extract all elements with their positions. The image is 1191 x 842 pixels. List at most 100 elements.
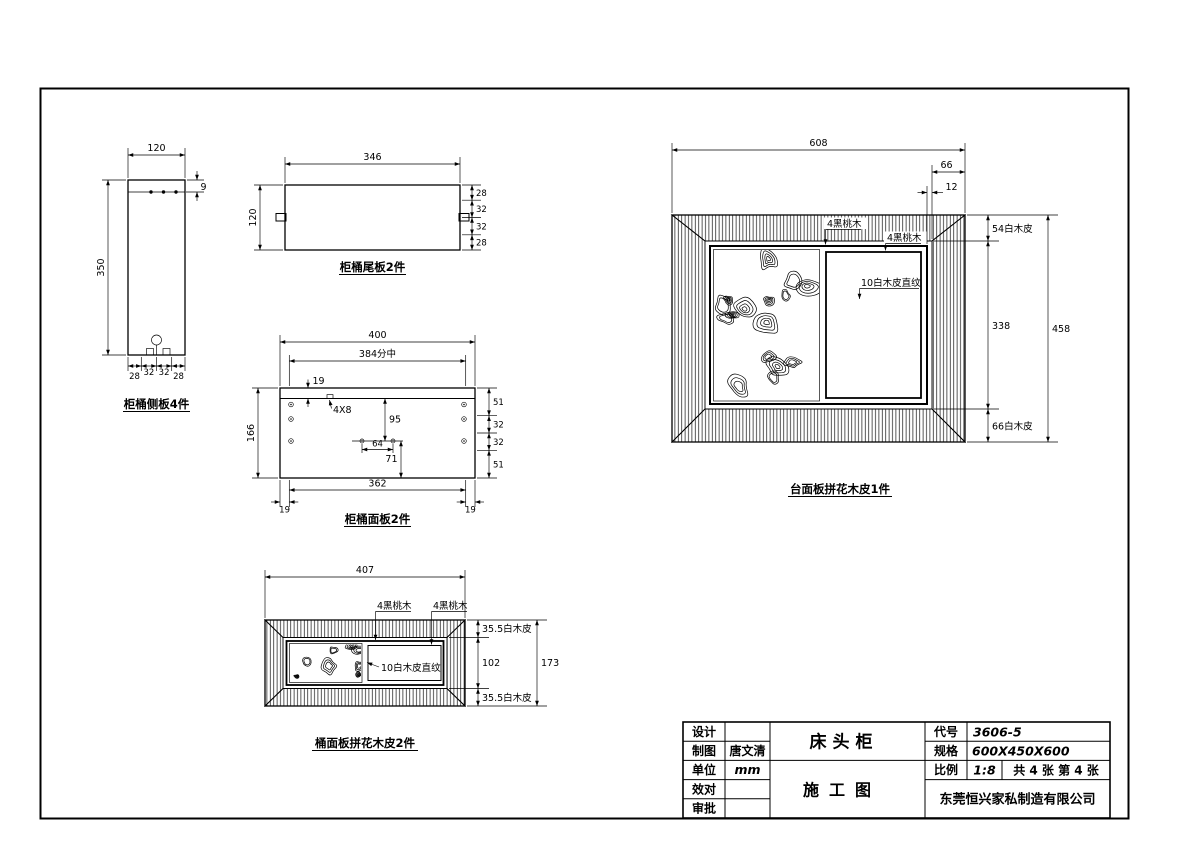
dim-width: 120	[147, 143, 165, 154]
sheet-border	[39, 87, 1130, 820]
drawer-front-outline	[264, 619, 466, 707]
value-draftsman: 唐文清	[729, 743, 765, 758]
dim-bottom-width: 362	[368, 479, 386, 490]
frame-strip-bottom	[670, 408, 967, 443]
dim-top-veneer: 35.5白木皮	[482, 623, 532, 635]
dim-right-seg: 28	[476, 239, 487, 249]
hole-mark	[161, 190, 166, 194]
label-strip-2: 4黑桃木	[433, 600, 468, 612]
drawer-front-dimensions: 407 35.5白木皮 102 35.5白木皮 173	[264, 565, 559, 707]
label-strip-1: 4黑桃木	[377, 600, 412, 612]
dim-height: 120	[248, 208, 259, 226]
top-panel-outline	[671, 214, 966, 443]
drawing-type: 施工图	[803, 781, 881, 800]
company-name: 东莞恒兴家私制造有限公司	[939, 792, 1095, 808]
straight-grain-region-border	[825, 251, 922, 399]
side-panel-dimensions: 120 9 350 28 32 32 28	[96, 143, 207, 382]
walnut-strip-border	[285, 640, 445, 686]
dim-71: 71	[385, 454, 397, 465]
drawing-front-panel: 400 384分中 19 4X8 95 64 71 166	[246, 330, 504, 527]
frame-strip-right	[931, 214, 966, 444]
dim-width: 400	[368, 330, 386, 341]
hole-mark	[390, 438, 396, 444]
dim-slot: 4X8	[333, 405, 352, 416]
dim-bottom-left: 19	[279, 506, 290, 516]
dim-right-seg: 28	[476, 189, 487, 199]
dim-top-veneer: 54白木皮	[992, 223, 1033, 235]
walnut-strip-border	[709, 245, 928, 405]
slot-mark	[326, 394, 334, 399]
label-spec: 规格	[934, 743, 959, 758]
hole-mark	[288, 438, 294, 444]
value-spec: 600X450X600	[972, 744, 1070, 759]
back-panel-dimensions: 346 120 28 32 32 28	[248, 152, 487, 251]
dim-inner-height: 102	[482, 658, 500, 669]
dim-right-seg: 32	[476, 222, 487, 232]
dim-width: 346	[363, 152, 381, 163]
parquet-burl-pattern	[293, 644, 361, 679]
drawing-top-panel: 4黑桃木 4黑桃木 10白木皮直纹 608 66 12	[670, 138, 1070, 497]
dim-total-height: 173	[541, 658, 559, 669]
dim-bottom-right: 19	[465, 506, 476, 516]
front-panel-dimensions: 400 384分中 19 4X8 95 64 71 166	[246, 330, 504, 516]
label-code: 代号	[933, 724, 958, 739]
drawing-side-panel: 120 9 350 28 32 32 28 柜桶侧板4件	[96, 143, 207, 412]
caption-drawer-front: 桶面板拼花木皮2件	[314, 736, 416, 750]
dim-right-seg: 32	[476, 205, 487, 215]
label-draft: 制图	[692, 743, 716, 758]
front-panel-outline	[279, 387, 476, 479]
dim-rail-offset: 19	[313, 376, 325, 387]
caption-top-panel: 台面板拼花木皮1件	[790, 482, 891, 496]
keyhole-mark	[151, 334, 162, 346]
title-block: 设计 制图 单位 效对 审批 唐文清 mm 床头柜 施工图 代号 3606-5 …	[682, 721, 1111, 819]
label-center-veneer: 10白木皮直纹	[861, 277, 921, 289]
drawer-front-annotations: 4黑桃木 4黑桃木 10白木皮直纹	[366, 600, 468, 674]
label-proof: 效对	[692, 781, 716, 796]
frame-strip-top	[263, 619, 467, 638]
dim-center-width: 384分中	[359, 348, 396, 360]
back-panel-outline	[284, 184, 461, 251]
value-scale: 1:8	[973, 763, 996, 778]
label-approve: 审批	[692, 801, 716, 816]
dim-height: 350	[96, 258, 107, 276]
dim-bottom-seg: 32	[143, 368, 154, 378]
value-code: 3606-5	[973, 725, 1022, 740]
dim-inner-height: 338	[992, 321, 1010, 332]
dim-height: 166	[246, 424, 257, 442]
title-block-border	[682, 721, 1111, 819]
product-name: 床头柜	[810, 732, 879, 753]
hole-mark	[288, 416, 294, 422]
drawing-back-panel: 346 120 28 32 32 28 柜桶尾板2件	[248, 152, 487, 275]
dim-right-seg: 32	[493, 438, 504, 448]
dim-width: 407	[356, 565, 374, 576]
dim-bottom-veneer: 35.5白木皮	[482, 692, 532, 704]
caption-back-panel: 柜桶尾板2件	[339, 260, 406, 274]
value-unit: mm	[734, 762, 760, 777]
top-panel-dimensions: 608 66 12 54白木皮 338 66白木皮 458	[671, 138, 1070, 443]
frame-strip-bottom	[263, 688, 467, 707]
label-center-veneer: 10白木皮直纹	[381, 662, 441, 674]
burl-region-border	[289, 643, 363, 683]
dim-64: 64	[372, 440, 383, 450]
dim-bottom-seg: 28	[173, 372, 184, 382]
notch-mark	[146, 348, 154, 356]
frame-strip-left	[671, 214, 706, 444]
label-design: 设计	[692, 724, 716, 739]
drawing-drawer-front-panel: 4黑桃木 4黑桃木 10白木皮直纹 407 35.5白木皮 102 35.5白木…	[263, 565, 559, 751]
dim-bottom-seg: 28	[129, 372, 140, 382]
dim-95: 95	[389, 415, 401, 426]
dim-bottom-seg: 32	[159, 368, 170, 378]
label-strip-1: 4黑桃木	[827, 218, 862, 230]
parquet-burl-pattern	[714, 250, 819, 398]
dim-66: 66	[940, 160, 952, 171]
hole-mark	[461, 416, 467, 422]
hole-mark	[359, 438, 365, 444]
caption-side-panel: 柜桶侧板4件	[123, 397, 190, 411]
label-scale: 比例	[934, 762, 958, 777]
hole-mark	[174, 190, 178, 194]
hole-mark	[461, 401, 467, 408]
dim-right-seg: 51	[493, 398, 504, 408]
dim-right-seg: 32	[493, 421, 504, 431]
